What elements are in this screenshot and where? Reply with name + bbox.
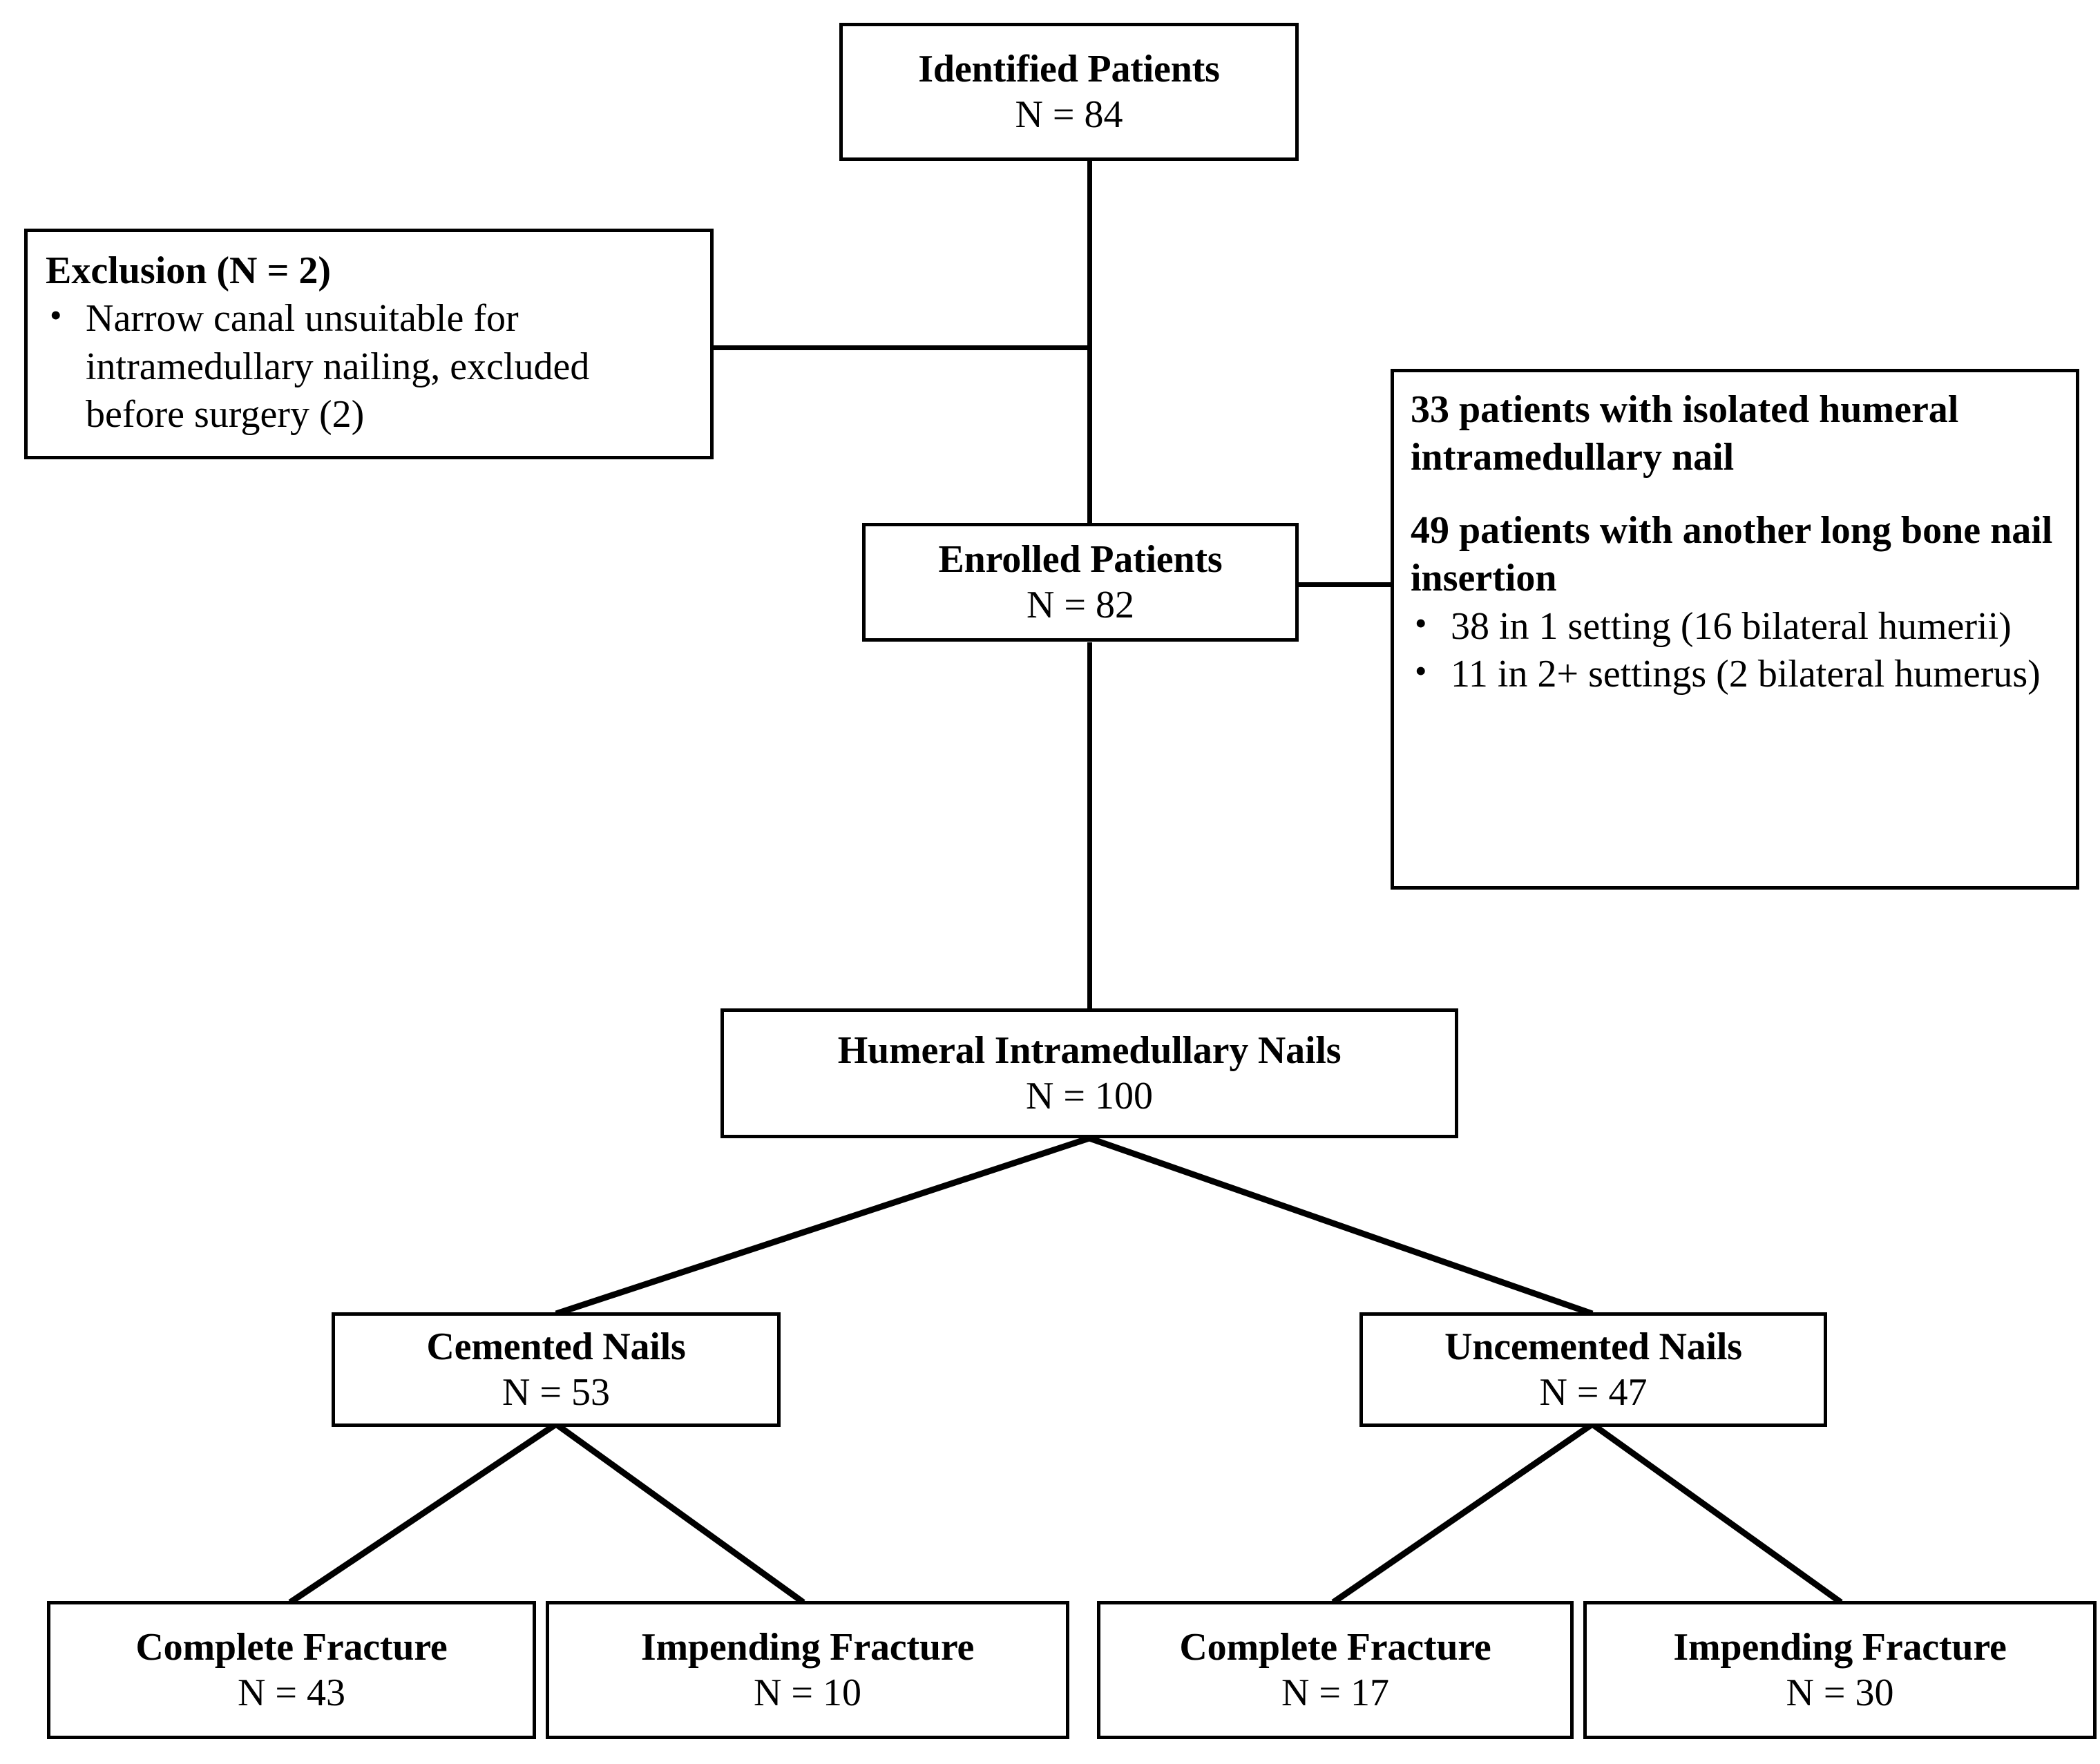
node-count: N = 84 [1015,93,1123,136]
node-uncemented-complete-fracture[interactable]: Complete Fracture N = 17 [1097,1601,1574,1739]
node-count: N = 17 [1281,1671,1390,1714]
exclusion-box[interactable]: Exclusion (N = 2) • Narrow canal unsuita… [24,229,714,459]
allocation-list-item: • 38 in 1 setting (16 bilateral humerii) [1411,603,2059,651]
bullet-icon: • [1415,651,1427,691]
allocation-statement-1: 33 patients with isolated humeral intram… [1411,388,1959,479]
node-title: Uncemented Nails [1444,1325,1742,1368]
node-cemented-complete-fracture[interactable]: Complete Fracture N = 43 [47,1601,536,1739]
node-cemented-impending-fracture[interactable]: Impending Fracture N = 10 [546,1601,1069,1739]
exclusion-list-item: • Narrow canal unsuitable for intramedul… [46,295,692,439]
node-enrolled-patients[interactable]: Enrolled Patients N = 82 [862,523,1299,642]
connector-enrolled-to-allocation [1299,582,1393,587]
node-count: N = 47 [1539,1371,1648,1414]
edge-cemented-to-complete [288,1421,558,1605]
node-title: Complete Fracture [135,1625,448,1669]
allocation-item-text: 11 in 2+ settings (2 bilateral humerus) [1451,653,2041,696]
allocation-spacer [1411,482,2059,507]
bullet-icon: • [1415,603,1427,642]
exclusion-header: Exclusion (N = 2) [46,249,332,292]
node-count: N = 43 [237,1671,346,1714]
node-count: N = 30 [1786,1671,1894,1714]
node-uncemented-impending-fracture[interactable]: Impending Fracture N = 30 [1583,1601,2097,1739]
bullet-icon: • [50,296,62,335]
edge-humeral-to-uncemented [1088,1135,1594,1317]
node-count: N = 10 [753,1671,862,1714]
node-count: N = 53 [502,1371,611,1414]
node-cemented-nails[interactable]: Cemented Nails N = 53 [332,1312,781,1427]
allocation-box[interactable]: 33 patients with isolated humeral intram… [1391,369,2079,890]
node-title: Impending Fracture [640,1625,975,1669]
allocation-statement-2: 49 patients with another long bone nail … [1411,508,2053,600]
connector-enrolled-to-humeral [1087,642,1092,1008]
node-title: Impending Fracture [1673,1625,2007,1669]
node-title: Humeral Intramedullary Nails [837,1028,1342,1072]
node-title: Complete Fracture [1179,1625,1491,1669]
node-count: N = 100 [1025,1075,1154,1118]
exclusion-item-text: Narrow canal unsuitable for intramedulla… [86,297,590,437]
allocation-list: • 38 in 1 setting (16 bilateral humerii)… [1411,603,2059,699]
node-humeral-intramedullary-nails[interactable]: Humeral Intramedullary Nails N = 100 [720,1008,1458,1138]
edge-cemented-to-impending [554,1421,805,1605]
edge-uncemented-to-impending [1590,1421,1843,1605]
edge-humeral-to-cemented [555,1135,1091,1317]
node-title: Enrolled Patients [938,537,1223,581]
node-title: Identified Patients [918,47,1220,90]
node-title: Cemented Nails [426,1325,686,1368]
connector-identified-to-enrolled [1087,161,1092,525]
node-identified-patients[interactable]: Identified Patients N = 84 [839,23,1299,161]
edge-uncemented-to-complete [1331,1421,1594,1605]
exclusion-list: • Narrow canal unsuitable for intramedul… [46,295,692,439]
connector-exclusion-to-spine [714,345,1090,350]
allocation-list-item: • 11 in 2+ settings (2 bilateral humerus… [1411,651,2059,698]
node-uncemented-nails[interactable]: Uncemented Nails N = 47 [1359,1312,1827,1427]
allocation-item-text: 38 in 1 setting (16 bilateral humerii) [1451,604,2012,648]
node-count: N = 82 [1026,584,1135,626]
